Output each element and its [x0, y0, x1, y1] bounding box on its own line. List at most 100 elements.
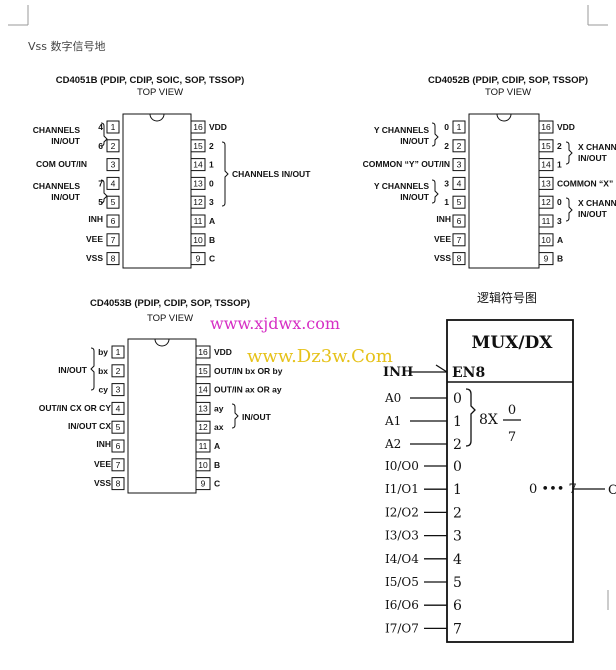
pin-number: 4	[116, 403, 121, 413]
pin-number: 5	[457, 197, 462, 207]
pin-box	[111, 420, 125, 434]
pin-box	[190, 120, 206, 134]
pin-name: 3	[209, 197, 214, 207]
mux-inh-label: INH	[383, 365, 413, 380]
pin-number: 5	[111, 197, 116, 207]
pin-box	[452, 233, 466, 247]
pin-box	[538, 158, 554, 172]
pin-box	[452, 176, 466, 190]
mux-io-label: I2/O2	[385, 505, 419, 519]
pin-number: 2	[457, 141, 462, 151]
pin-box	[190, 139, 206, 153]
pin-name: B	[214, 460, 220, 470]
pin-number: 13	[193, 178, 203, 188]
pin-box	[452, 214, 466, 228]
chip-cd4052b: CD4052B (PDIP, CDIP, SOP, TSSOP) TOP VIE…	[363, 75, 616, 269]
label-vss: VSS	[86, 253, 103, 263]
label-com-out-in: COM OUT/IN	[36, 159, 87, 169]
pin-box	[538, 214, 554, 228]
pin-number: 11	[542, 216, 551, 226]
pin-box	[111, 458, 125, 472]
pin-number: 10	[198, 460, 208, 470]
mux-logic-symbol: 逻辑符号图 MUX/DX EN8 INH 8X 0 7 0 ••• 7 O A0…	[383, 290, 616, 643]
pin-name: OUT/IN bx OR by	[214, 366, 283, 376]
pin-number: 13	[541, 178, 551, 188]
label-inh: INH	[436, 214, 451, 224]
label-inh: INH	[96, 439, 111, 449]
pin-name: VDD	[214, 347, 232, 357]
pin-box	[106, 252, 120, 266]
pin-number: 12	[198, 422, 208, 432]
mux-io-label: I7/O7	[385, 621, 419, 635]
chip-subtitle: TOP VIEW	[147, 313, 193, 324]
pin-box	[195, 364, 211, 378]
mux-io-label: I4/O4	[385, 552, 419, 566]
pin-box	[106, 176, 120, 190]
pin-box	[452, 139, 466, 153]
pin-box	[111, 477, 125, 491]
pin-name: 0	[209, 178, 214, 188]
pin-name: 1	[557, 160, 562, 170]
pin-number: 11	[194, 216, 203, 226]
mux-address-input: A0	[384, 391, 401, 405]
pin-number: 13	[198, 403, 208, 413]
label-vee: VEE	[86, 234, 103, 244]
header-text: Vss 数字信号地	[28, 39, 105, 53]
pin-box	[452, 195, 466, 209]
mux-io-number: 6	[453, 598, 462, 614]
pin-number: 7	[111, 235, 116, 245]
pin-name: 1	[444, 197, 449, 207]
pin-number: 10	[193, 235, 203, 245]
chip-title: CD4052B (PDIP, CDIP, SOP, TSSOP)	[428, 75, 588, 86]
mux-io-label: I0/O0	[385, 459, 419, 473]
pin-name: ay	[214, 403, 224, 413]
mux-range-prefix: 8X	[479, 412, 498, 428]
pin-name: 2	[557, 141, 562, 151]
pin-number: 2	[111, 141, 116, 151]
pin-number: 15	[541, 141, 551, 151]
mux-io-number: 2	[453, 505, 462, 521]
page-corner-marks	[8, 5, 609, 610]
pin-box	[195, 401, 211, 415]
pin-number: 12	[541, 197, 551, 207]
mux-range-denominator: 7	[508, 430, 516, 445]
label-vee: VEE	[94, 459, 111, 469]
pin-number: 9	[201, 479, 206, 489]
pin-number: 4	[457, 178, 462, 188]
pin-number: 12	[193, 197, 203, 207]
watermark-xjdwx: www.xjdwx.com	[210, 314, 340, 333]
label-in-out-right: IN/OUT	[242, 412, 272, 422]
pin-box	[111, 401, 125, 415]
pin-name: 4	[98, 122, 103, 132]
mux-range-numerator: 0	[508, 403, 516, 418]
pin-box	[106, 139, 120, 153]
pin-box	[190, 214, 206, 228]
pin-number: 3	[457, 160, 462, 170]
pin-box	[538, 195, 554, 209]
pin-box	[106, 120, 120, 134]
pin-name: OUT/IN ax OR ay	[214, 385, 282, 395]
pin-box	[452, 120, 466, 134]
pin-name: bx	[98, 366, 108, 376]
watermark-dz3w: www.Dz3w.Com	[247, 346, 393, 367]
pin-box	[111, 439, 125, 453]
pin-number: 11	[199, 441, 208, 451]
pin-box	[538, 120, 554, 134]
pin-name: ax	[214, 422, 224, 432]
pin-number: 15	[193, 141, 203, 151]
pin-name: 0	[444, 122, 449, 132]
pin-number: 14	[193, 160, 203, 170]
pin-number: 10	[541, 235, 551, 245]
pin-box	[195, 458, 211, 472]
pin-name: VDD	[209, 122, 227, 132]
label-channels-in-out-right: CHANNELS IN/OUT	[232, 169, 311, 179]
pin-name: 3	[557, 216, 562, 226]
pin-name: C	[209, 254, 215, 264]
mux-io-number: 4	[453, 552, 462, 568]
pin-box	[106, 195, 120, 209]
label-vee: VEE	[434, 234, 451, 244]
pin-number: 3	[111, 160, 116, 170]
label-vss: VSS	[434, 253, 451, 263]
